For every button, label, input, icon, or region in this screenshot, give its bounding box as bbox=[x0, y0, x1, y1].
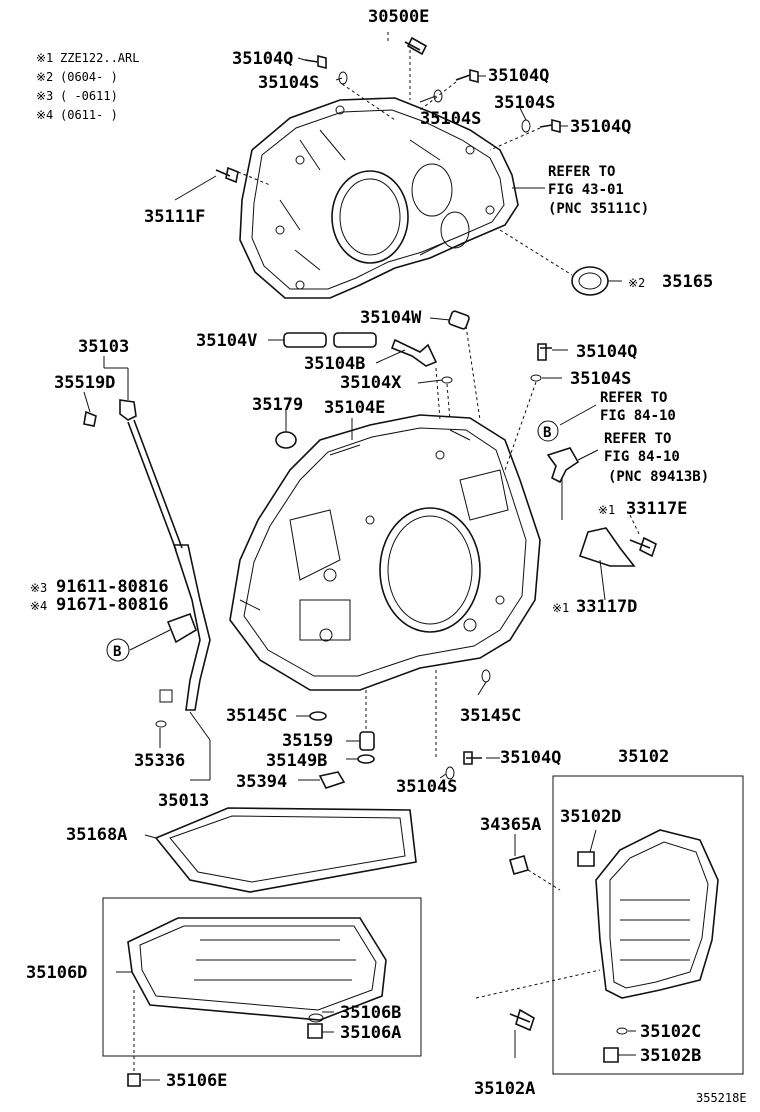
label-35104S-e: 35104S bbox=[396, 777, 457, 797]
label-91671: 91671-80816 bbox=[56, 595, 169, 615]
label-33117E-mark: ※1 bbox=[598, 503, 615, 517]
label-35104X: 35104X bbox=[340, 373, 402, 393]
refer-1-line2: FIG 43-01 bbox=[548, 182, 624, 198]
label-35159: 35159 bbox=[282, 731, 333, 751]
label-35165-mark: ※2 bbox=[628, 276, 645, 290]
label-35102A: 35102A bbox=[474, 1079, 535, 1099]
pipes-35104V-drawing bbox=[283, 310, 552, 384]
label-35168A: 35168A bbox=[66, 825, 127, 845]
note-1-mark: ※1 bbox=[36, 51, 53, 65]
refer-1-line1: REFER TO bbox=[548, 164, 615, 180]
transaxle-case-drawing bbox=[229, 414, 541, 691]
label-35104Q-e: 35104Q bbox=[500, 748, 561, 768]
label-35519D: 35519D bbox=[54, 373, 115, 393]
label-35102C: 35102C bbox=[640, 1022, 701, 1042]
label-35104S-a: 35104S bbox=[258, 73, 319, 93]
circle-b-left-icon bbox=[106, 638, 130, 662]
label-35149B: 35149B bbox=[266, 751, 327, 771]
label-35013: 35013 bbox=[158, 791, 209, 811]
label-35102: 35102 bbox=[618, 747, 669, 767]
label-35104V: 35104V bbox=[196, 331, 257, 351]
circle-b-right-label: B bbox=[543, 425, 551, 441]
label-34365A: 34365A bbox=[480, 815, 541, 835]
label-33117D-mark: ※1 bbox=[552, 601, 569, 615]
note-3-text: ( -0611) bbox=[60, 89, 118, 103]
small-parts-middle-drawing bbox=[309, 669, 491, 789]
circle-b-right-icon bbox=[537, 420, 559, 442]
label-35106D: 35106D bbox=[26, 963, 87, 983]
label-33117E: 33117E bbox=[626, 499, 687, 519]
note-2-text: (0604- ) bbox=[60, 70, 118, 84]
label-35106B: 35106B bbox=[340, 1003, 401, 1023]
label-35104W: 35104W bbox=[360, 308, 422, 328]
oil-pan-box bbox=[102, 897, 422, 1057]
label-30500E: 30500E bbox=[368, 7, 429, 27]
label-35104Q-c: 35104Q bbox=[570, 117, 631, 137]
plug-35179-drawing bbox=[275, 431, 297, 449]
refer-2-line1: REFER TO bbox=[600, 390, 667, 406]
note-2-mark: ※2 bbox=[36, 70, 53, 84]
label-35179: 35179 bbox=[252, 395, 303, 415]
label-35103: 35103 bbox=[78, 337, 129, 357]
top-fasteners-drawing bbox=[215, 36, 561, 184]
bracket-33117D-drawing bbox=[578, 527, 657, 567]
label-35104B: 35104B bbox=[304, 354, 365, 374]
label-35145C-b: 35145C bbox=[460, 706, 521, 726]
transaxle-housing-drawing bbox=[239, 97, 519, 299]
label-35106A: 35106A bbox=[340, 1023, 401, 1043]
label-35102B: 35102B bbox=[640, 1046, 701, 1066]
label-35104Q-a: 35104Q bbox=[232, 49, 293, 69]
label-35336: 35336 bbox=[134, 751, 185, 771]
label-35102D: 35102D bbox=[560, 807, 621, 827]
label-35104E: 35104E bbox=[324, 398, 385, 418]
dipstick-drawing bbox=[83, 399, 211, 728]
label-91611-mark: ※3 bbox=[30, 581, 47, 595]
label-35394: 35394 bbox=[236, 772, 287, 792]
label-35106E: 35106E bbox=[166, 1071, 227, 1091]
label-35104S-d: 35104S bbox=[570, 369, 631, 389]
figure-id: 355218E bbox=[696, 1091, 747, 1105]
label-35165: 35165 bbox=[662, 272, 713, 292]
speed-sensor-drawing bbox=[546, 447, 580, 484]
refer-1-line3: (PNC 35111C) bbox=[548, 201, 649, 217]
refer-3-line3: (PNC 89413B) bbox=[608, 469, 709, 485]
oil-pan-35106D-drawing bbox=[127, 917, 387, 1087]
leader-lines bbox=[83, 32, 641, 1081]
label-91671-mark: ※4 bbox=[30, 599, 47, 613]
note-1-text: ZZE122..ARL bbox=[60, 51, 139, 65]
part-35102-box bbox=[552, 775, 744, 1075]
note-4-text: (0611- ) bbox=[60, 108, 118, 122]
refer-3-line2: FIG 84-10 bbox=[604, 449, 680, 465]
note-3-mark: ※3 bbox=[36, 89, 53, 103]
label-35104S-b: 35104S bbox=[494, 93, 555, 113]
label-35104Q-d: 35104Q bbox=[576, 342, 637, 362]
gasket-35168A-drawing bbox=[154, 807, 417, 893]
label-35111F: 35111F bbox=[144, 207, 205, 227]
part-labels: 30500E 35104Q 35104S 35104Q 35104S 35104… bbox=[26, 7, 747, 1105]
notes-block: ※1 ZZE122..ARL ※2 (0604- ) ※3 ( -0611) ※… bbox=[36, 51, 139, 122]
label-35104Q-b: 35104Q bbox=[488, 66, 549, 86]
note-4-mark: ※4 bbox=[36, 108, 53, 122]
refer-3-line1: REFER TO bbox=[604, 431, 671, 447]
oil-seal-35165-drawing bbox=[571, 266, 609, 296]
circle-b-left-label: B bbox=[113, 644, 121, 660]
refer-2-line2: FIG 84-10 bbox=[600, 408, 676, 424]
label-33117D: 33117D bbox=[576, 597, 637, 617]
label-35145C-a: 35145C bbox=[226, 706, 287, 726]
label-35104S-c: 35104S bbox=[420, 109, 481, 129]
label-91611: 91611-80816 bbox=[56, 577, 169, 597]
part-35102-drawing bbox=[509, 829, 719, 1063]
